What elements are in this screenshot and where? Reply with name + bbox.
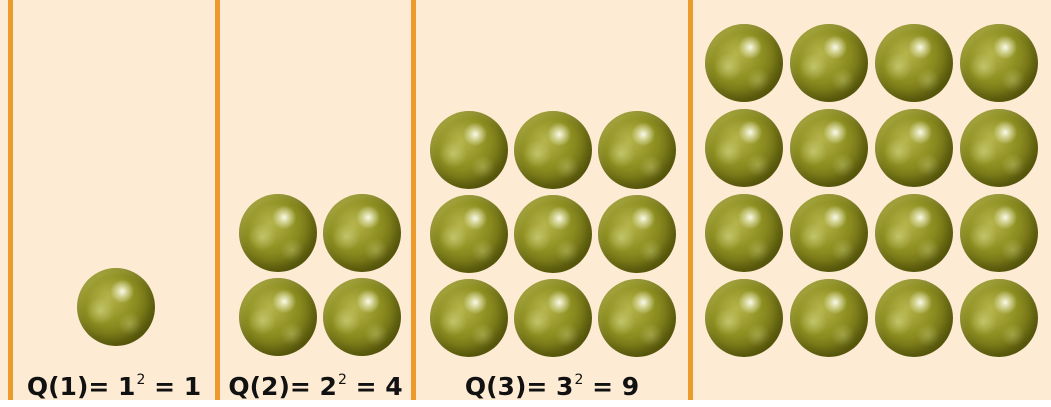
marble <box>790 24 868 102</box>
marble <box>430 195 508 273</box>
marble <box>598 195 676 273</box>
marble <box>960 279 1038 357</box>
marble <box>598 111 676 189</box>
formula-label-q3: Q(3)= 32 = 9 <box>464 372 640 401</box>
panel-q3: Q(3)= 32 = 9 <box>416 0 688 401</box>
marble <box>960 24 1038 102</box>
marble <box>430 111 508 189</box>
marble <box>77 268 155 346</box>
marble <box>323 278 401 356</box>
marble <box>875 109 953 187</box>
marble <box>323 194 401 272</box>
panel-divider <box>688 0 693 400</box>
marble <box>705 109 783 187</box>
panel-divider <box>215 0 220 400</box>
marble <box>239 194 317 272</box>
panel-divider <box>411 0 416 400</box>
marble <box>790 279 868 357</box>
marble <box>960 109 1038 187</box>
marble <box>514 195 592 273</box>
marble <box>705 194 783 272</box>
marble <box>705 279 783 357</box>
marble <box>239 278 317 356</box>
marble <box>705 24 783 102</box>
marble <box>790 194 868 272</box>
marble <box>875 24 953 102</box>
marble <box>430 279 508 357</box>
marble <box>514 279 592 357</box>
marble <box>514 111 592 189</box>
formula-label-q1: Q(1)= 12 = 1 <box>26 372 202 401</box>
marble <box>960 194 1038 272</box>
panel-q4 <box>693 0 1051 400</box>
panel-q2: Q(2)= 22 = 4 <box>220 0 411 401</box>
panel-q1: Q(1)= 12 = 1 <box>13 0 215 401</box>
marble <box>598 279 676 357</box>
marble <box>875 194 953 272</box>
marble <box>875 279 953 357</box>
formula-label-q2: Q(2)= 22 = 4 <box>228 372 403 401</box>
marble <box>790 109 868 187</box>
panel-divider <box>8 0 13 400</box>
